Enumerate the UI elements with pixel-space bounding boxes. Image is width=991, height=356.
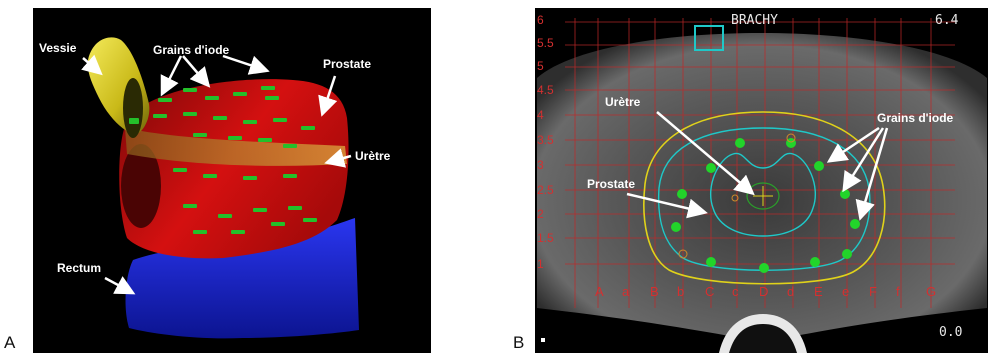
ultrasound-fan [537,33,987,338]
urethra-contour [709,152,817,237]
label-uretre: Urètre [605,95,641,109]
panel-b-ultrasound: 6 5.5 5 4.5 4 3.5 3 2.5 2 1.5 1 A a B b … [535,8,988,353]
y-label: 5 [537,59,544,73]
panel-a-letter: A [4,333,16,352]
label-vessie: Vessie [39,41,77,55]
x-label: A [595,284,604,299]
x-label: b [677,284,684,299]
label-grains-iode: Grains d'iode [153,43,230,57]
label-prostate: Prostate [587,177,635,191]
x-label: B [650,284,659,299]
x-label: e [842,284,849,299]
urethra-shape [125,128,347,166]
x-label: G [926,284,936,299]
x-label: C [705,284,714,299]
prostate-outer-contour [643,111,886,285]
status-dot [541,338,545,342]
x-label: f [896,284,900,299]
x-label: d [787,284,794,299]
label-uretre: Urètre [355,149,391,163]
panel-b-letter: B [513,333,525,352]
prostate-shape [119,79,349,259]
panel-a-canvas: Vessie Grains d'iode Prostate Urètre Rec… [39,37,391,339]
label-grains-iode: Grains d'iode [877,111,954,125]
brachy-header: BRACHY [731,13,778,28]
panel-a-3d-reconstruction: Vessie Grains d'iode Prostate Urètre Rec… [33,8,431,353]
y-label: 4.5 [537,83,554,97]
prostate-opening [121,144,161,228]
ultrasound-seeds [671,138,860,273]
x-axis-labels: A a B b C c D d E e F f G [595,284,936,299]
x-label: a [622,284,630,299]
label-rectum: Rectum [57,261,101,275]
y-label: 1 [537,257,544,271]
bladder-inner [123,78,143,138]
x-label: c [732,284,739,299]
panel-b-arrows [626,111,889,221]
y-label: 4 [537,108,544,122]
panel-a-arrows [81,54,352,295]
x-label: F [869,284,877,299]
y-label: 6 [537,13,544,27]
panel-b-canvas: 6 5.5 5 4.5 4 3.5 3 2.5 2 1.5 1 A a B b … [537,13,987,353]
urethra-center [746,182,780,210]
x-label: D [759,284,768,299]
y-label: 2 [537,207,544,221]
label-prostate: Prostate [323,57,371,71]
y-label: 2.5 [537,183,554,197]
x-label: E [814,284,823,299]
y-label: 5.5 [537,36,554,50]
iodine-seeds [129,86,317,234]
top-right-value: 6.4 [935,13,959,28]
template-grid [565,18,955,308]
y-axis-labels: 6 5.5 5 4.5 4 3.5 3 2.5 2 1.5 1 [537,13,554,271]
y-label: 3 [537,158,544,172]
cursor-box [694,25,724,51]
y-label: 1.5 [537,231,554,245]
bottom-right-value: 0.0 [939,325,962,340]
y-label: 3.5 [537,133,554,147]
